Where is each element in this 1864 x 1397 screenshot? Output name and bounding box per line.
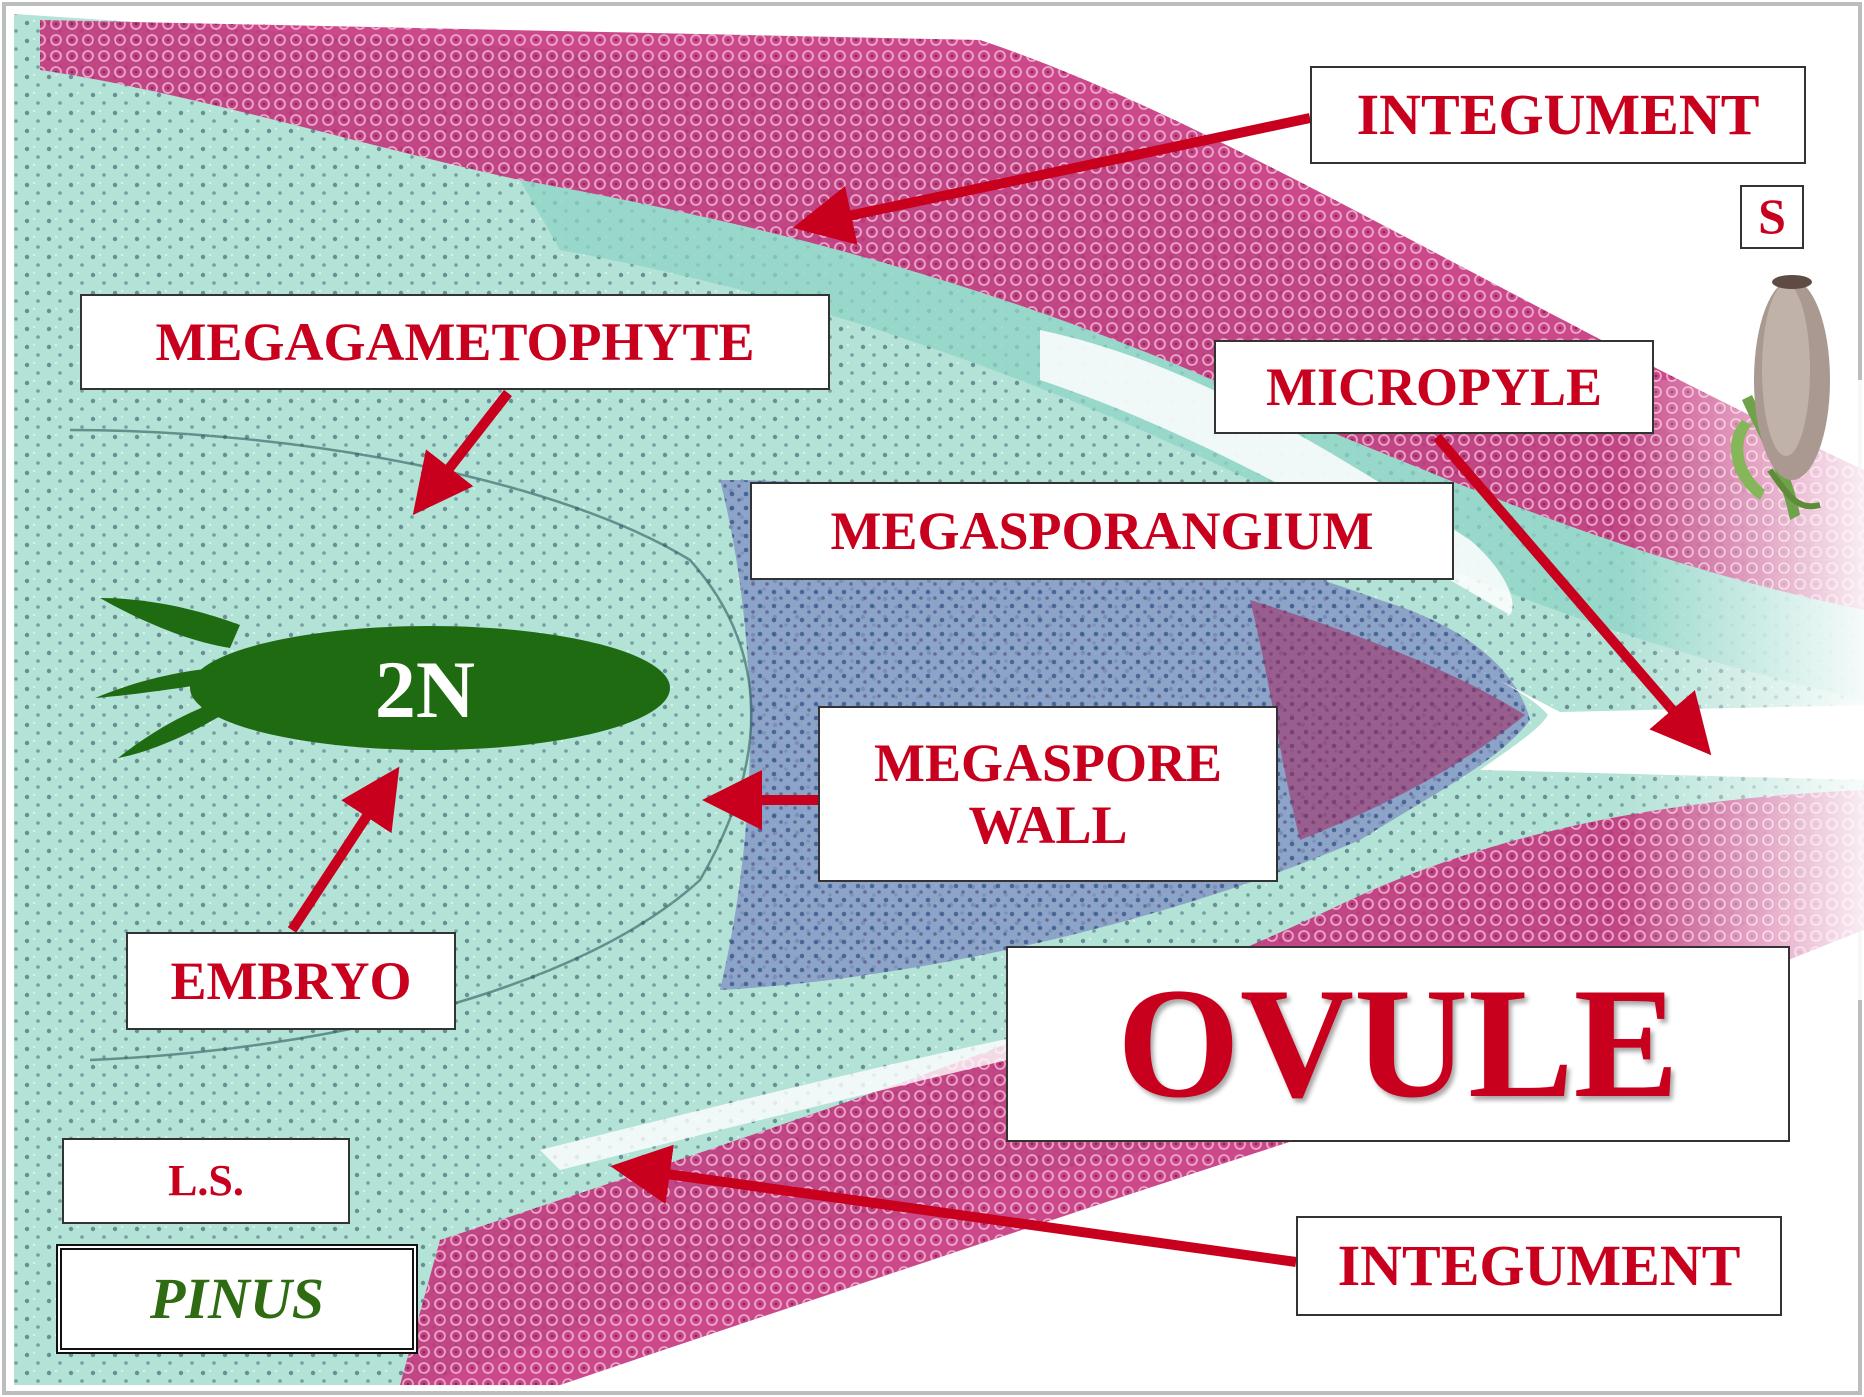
ovule-title: OVULE xyxy=(1006,946,1790,1142)
micropyle-text: MICROPYLE xyxy=(1266,356,1602,418)
ovule-title-text: OVULE xyxy=(1117,953,1679,1135)
s-label: S xyxy=(1740,185,1804,249)
megaspore-wall-text-line2: WALL xyxy=(968,794,1127,856)
integument-bottom-label: INTEGUMENT xyxy=(1296,1216,1782,1316)
megasporangium-label: MEGASPORANGIUM xyxy=(750,482,1454,580)
ploidy-label: 2N xyxy=(340,640,510,740)
megasporangium-text: MEGASPORANGIUM xyxy=(831,500,1374,562)
megagametophyte-text: MEGAGAMETOPHYTE xyxy=(155,311,754,373)
pinus-label: PINUS xyxy=(56,1244,418,1354)
integument-top-label: INTEGUMENT xyxy=(1310,66,1806,164)
ls-label: L.S. xyxy=(62,1138,350,1224)
micropyle-label: MICROPYLE xyxy=(1214,340,1654,434)
pinus-text: PINUS xyxy=(150,1266,324,1333)
embryo-label: EMBRYO xyxy=(126,932,456,1030)
embryo-text: EMBRYO xyxy=(170,950,411,1012)
megaspore-wall-label: MEGASPORE WALL xyxy=(818,706,1278,882)
s-text: S xyxy=(1758,188,1786,246)
integument-bottom-text: INTEGUMENT xyxy=(1338,1233,1741,1300)
integument-top-text: INTEGUMENT xyxy=(1357,82,1760,149)
megaspore-wall-text-line1: MEGASPORE xyxy=(874,732,1222,794)
megagametophyte-label: MEGAGAMETOPHYTE xyxy=(80,294,830,390)
ls-text: L.S. xyxy=(168,1156,244,1207)
